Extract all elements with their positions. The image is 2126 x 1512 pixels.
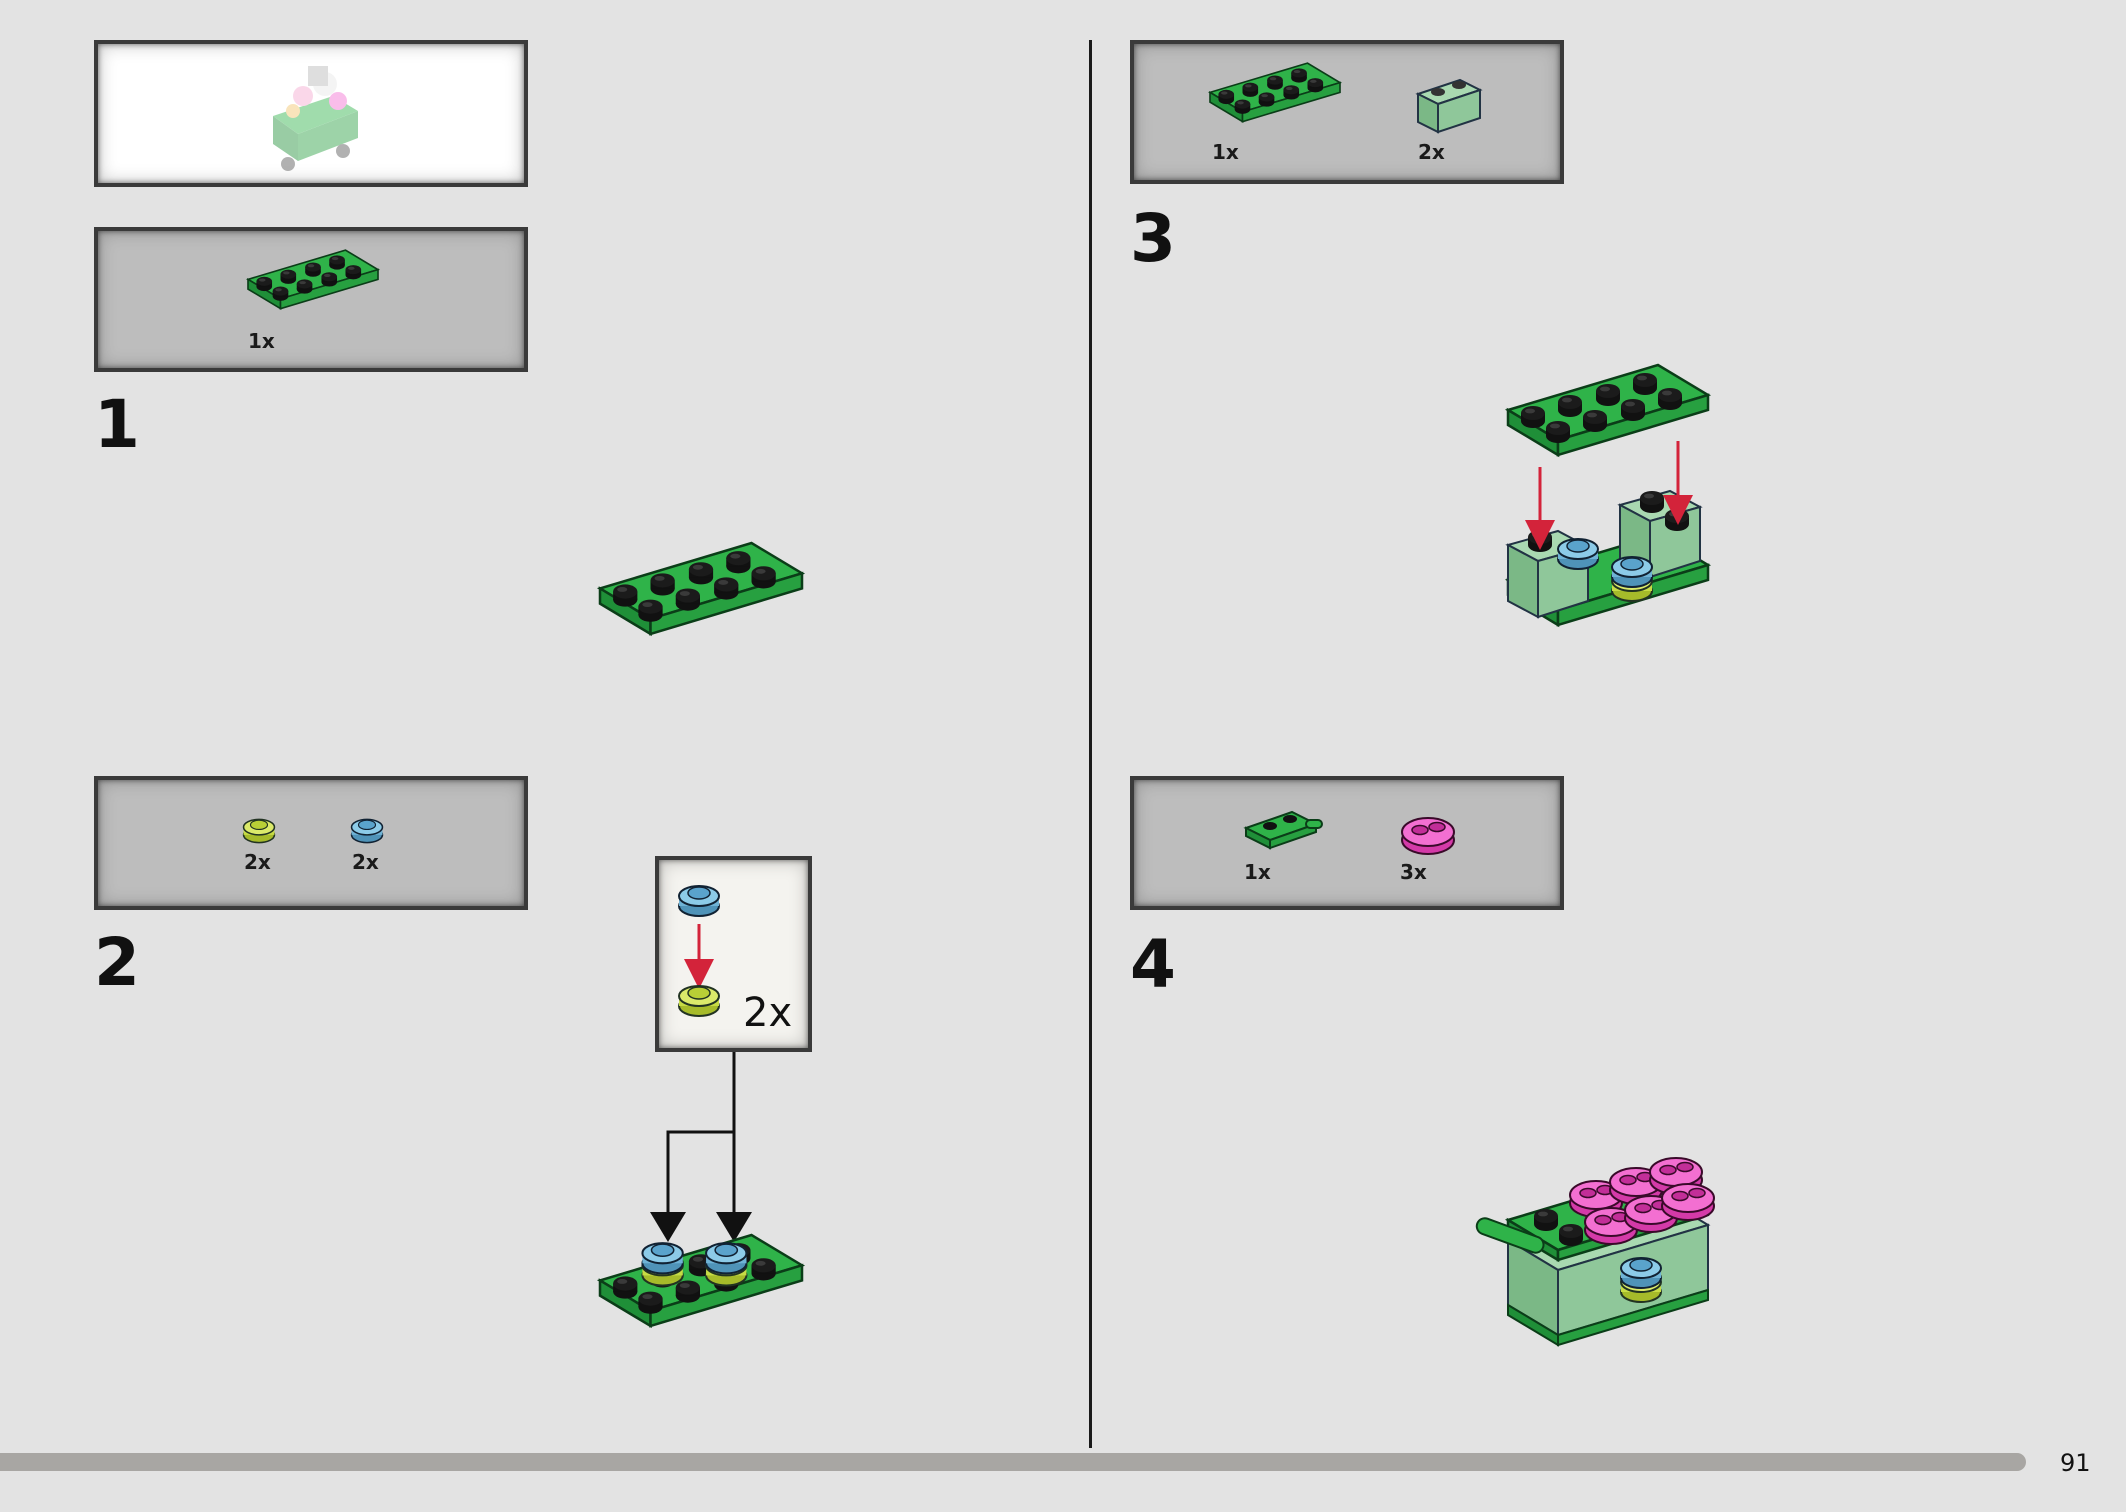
preview-box	[94, 40, 528, 187]
sand-green-brick-1x2-icon	[1415, 78, 1483, 134]
page-divider	[1089, 40, 1092, 1448]
callout-leader-arrows	[650, 1052, 752, 1242]
step4-assembly	[1475, 1157, 1715, 1347]
progress-bar	[0, 1453, 2026, 1471]
green-plate-2x4-icon	[1210, 62, 1340, 126]
step3-parts-box: 1x 2x	[1130, 40, 1564, 184]
step4-part2-qty: 3x	[1400, 860, 1427, 884]
step4-number: 4	[1130, 926, 1176, 1003]
step1-part1-qty: 1x	[248, 329, 275, 353]
page-number: 91	[2060, 1449, 2091, 1477]
step2-assembly	[600, 1222, 802, 1344]
step4-part1-qty: 1x	[1244, 860, 1271, 884]
step1-parts-box: 1x	[94, 227, 528, 372]
pink-plate-1x2-rounded-icon	[1401, 817, 1455, 855]
green-plate-2x4-icon	[248, 249, 378, 313]
completed-model-icon	[273, 66, 358, 171]
step2-part2-qty: 2x	[352, 850, 379, 874]
step4-parts-box: 1x 3x	[1130, 776, 1564, 910]
step3-number: 3	[1130, 200, 1176, 277]
step1-number: 1	[94, 386, 140, 463]
blue-round-plate-icon	[350, 818, 384, 844]
lime-round-plate-icon	[242, 818, 276, 844]
step2-parts-box: 2x 2x	[94, 776, 528, 910]
step3-assembly	[1504, 365, 1712, 628]
green-plate-handle-icon	[1243, 810, 1323, 850]
step2-callout: 2x	[655, 856, 812, 1052]
step3-part1-qty: 1x	[1212, 140, 1239, 164]
callout-subassembly	[678, 885, 720, 1017]
step1-assembly	[600, 530, 802, 652]
step3-part2-qty: 2x	[1418, 140, 1445, 164]
step2-part1-qty: 2x	[244, 850, 271, 874]
step2-number: 2	[94, 924, 140, 1001]
callout-qty: 2x	[743, 990, 793, 1036]
